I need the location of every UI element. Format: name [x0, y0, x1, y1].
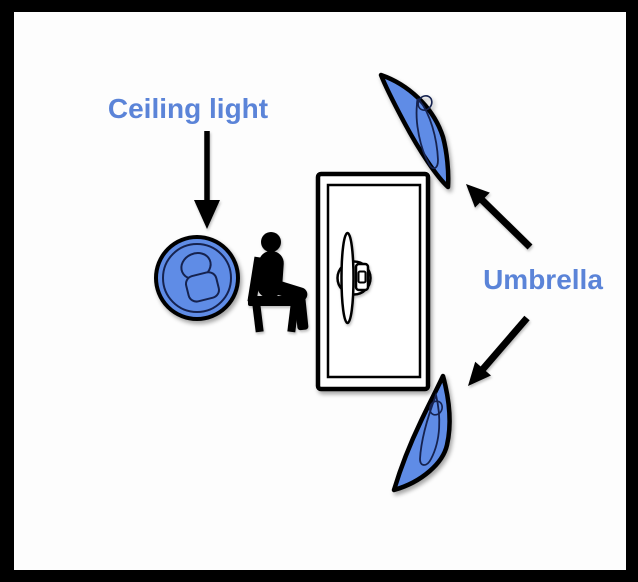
arrow-down-icon [194, 131, 220, 229]
table-icon [315, 171, 431, 392]
ceiling-light-icon [154, 235, 240, 321]
umbrella-top-icon [378, 72, 451, 190]
ceiling-light-label: Ceiling light [108, 93, 268, 124]
umbrella-label: Umbrella [483, 264, 603, 295]
umbrella-bottom-icon [391, 373, 452, 493]
arrow-down-left-icon [468, 315, 530, 386]
arrow-up-left-icon [466, 184, 533, 250]
person-on-chair-icon [247, 232, 309, 333]
camera-icon [336, 231, 372, 325]
